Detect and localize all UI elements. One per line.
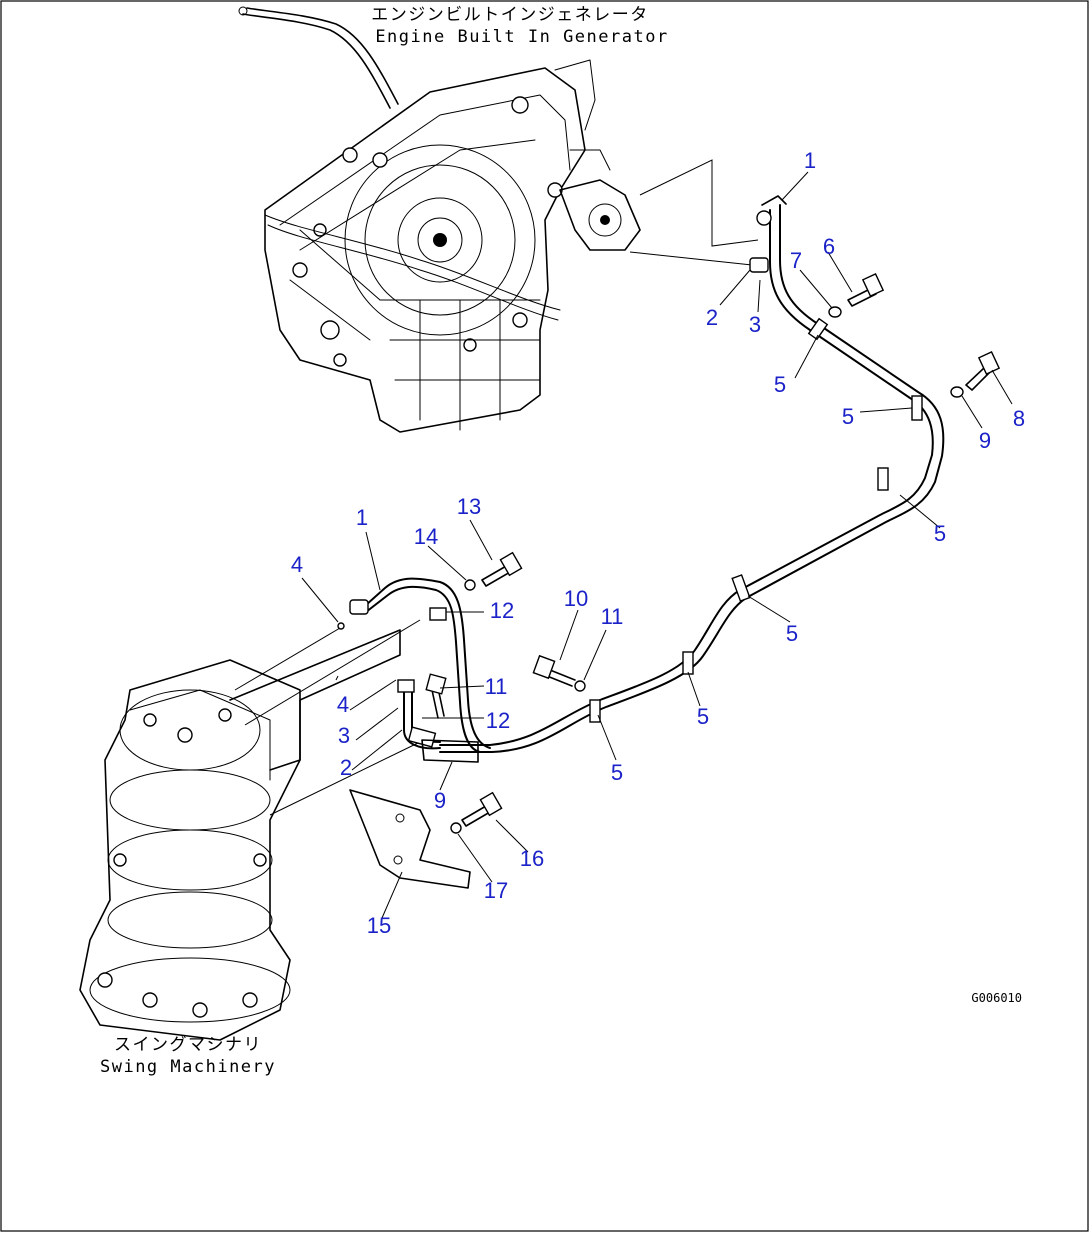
callout-8: 8 [1013,406,1025,431]
callout-2-top: 2 [706,305,718,330]
callout-4-a: 4 [291,552,303,577]
swing-label-en: Swing Machinery [100,1057,276,1077]
callout-11-a: 11 [601,604,624,629]
engine-label-en: Engine Built In Generator [375,27,668,47]
callout-9-lower: 9 [434,788,446,813]
hose-lower-assembly [349,577,491,753]
engine-label-jp: エンジンビルトインジェネレータ [371,5,649,25]
callout-12-a: 12 [490,598,514,623]
drawing-code: G006010 [971,991,1022,1005]
callout-10: 10 [564,586,588,611]
washer-17 [450,822,462,834]
callout-14: 14 [414,524,438,549]
bolt-10 [532,654,576,687]
callout-5-f: 5 [611,760,623,785]
bolt-13 [481,551,523,587]
bracket-15 [349,789,471,889]
callout-3-lower: 3 [338,723,350,748]
swing-label-jp: スイングマシナリ [114,1035,262,1055]
callout-16: 16 [520,846,544,871]
bolt-16 [461,791,503,827]
callout-leaders [301,171,1013,919]
washer-7 [828,306,842,318]
callout-5-a: 5 [774,372,786,397]
callout-9-top: 9 [979,428,991,453]
callout-5-d: 5 [786,621,798,646]
bolt-11-lower [425,673,447,719]
callout-12-b: 12 [486,708,510,733]
callout-1-top: 1 [804,148,816,173]
washer-11 [574,680,586,692]
bracket-9 [421,739,479,763]
bolt-8 [965,350,1001,391]
engine-generator-illustration [238,6,759,433]
bolt-6 [847,272,885,307]
washer-14 [464,579,476,591]
callout-15: 15 [367,913,391,938]
callout-3-top: 3 [749,312,761,337]
callout-11-b: 11 [485,674,508,699]
o-ring-4 [337,622,345,630]
callout-7: 7 [790,248,802,273]
callout-4-b: 4 [337,692,349,717]
callout-5-e: 5 [697,704,709,729]
callout-5-b: 5 [842,404,854,429]
hose-upper-assembly [439,195,945,753]
callout-13: 13 [457,494,481,519]
washer-9 [950,386,964,398]
callout-2-lower: 2 [340,755,352,780]
callout-6: 6 [823,234,835,259]
swing-machinery-illustration [79,619,421,1041]
callout-1-lower: 1 [356,505,368,530]
callout-17: 17 [484,878,508,903]
callout-5-c: 5 [934,521,946,546]
